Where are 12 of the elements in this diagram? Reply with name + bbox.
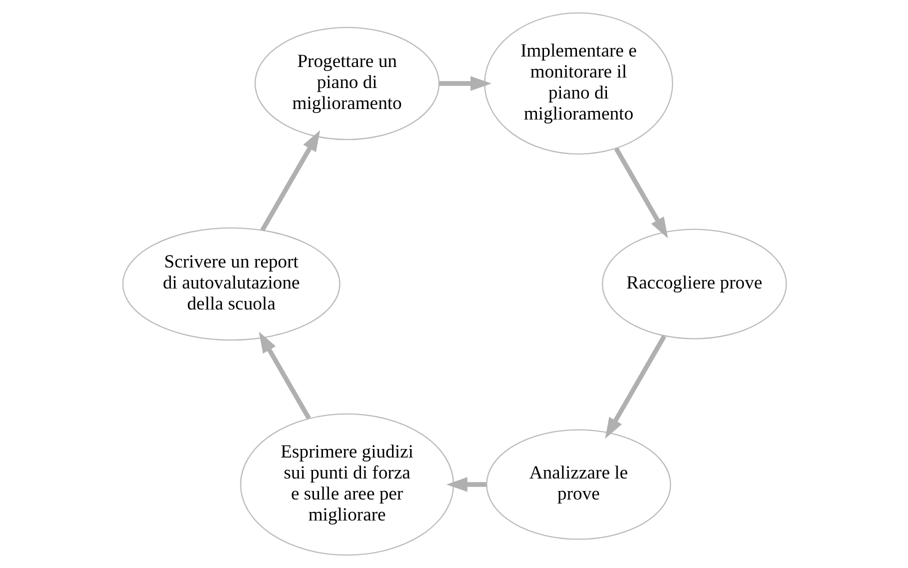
node-ellipse: Scrivere un report di autovalutazione della scuola [122,227,340,341]
node-ellipse: Progettare un piano di miglioramento [254,26,440,140]
node-ellipse: Analizzare le prove [486,429,671,540]
arrow [604,335,666,439]
arrow [258,332,310,420]
node-ellipse: Esprimere giudizi sui punti di forza e sulle aree per migliorare [240,413,454,556]
arrow [614,147,668,238]
arrow [260,130,320,232]
node-ellipse: Implementare e monitorare il piano di miglioramento [484,12,673,155]
arrow [446,477,486,492]
arrow [438,76,492,91]
node-ellipse: Raccogliere prove [601,228,786,340]
